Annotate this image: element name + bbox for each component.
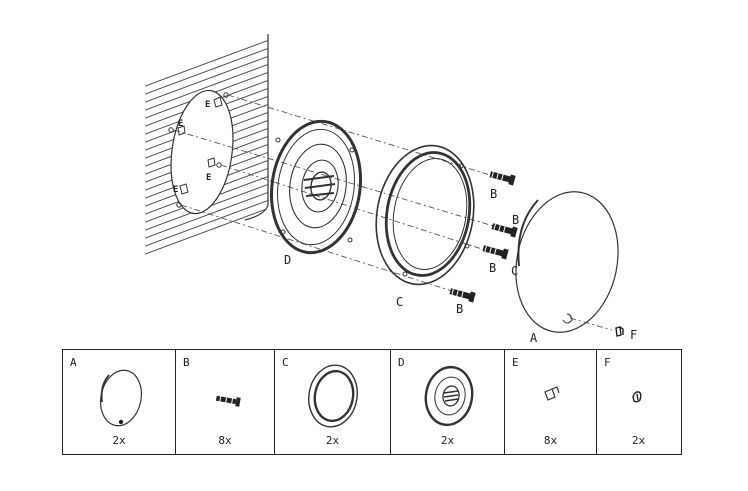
- callout-c: C: [396, 295, 403, 309]
- part-qty: 2x: [597, 434, 680, 447]
- callout-b-4: B: [456, 302, 463, 316]
- part-cell-f: F 2x: [597, 350, 680, 454]
- callout-e-1: E: [205, 100, 210, 110]
- callout-b-2: B: [512, 213, 519, 227]
- wall-panel: [140, 34, 280, 264]
- part-qty: 2x: [391, 434, 504, 447]
- grille-cover: [503, 182, 630, 342]
- screws: [450, 170, 518, 302]
- exploded-assembly-diagram: B B B B C D C A F E E E E: [0, 0, 748, 345]
- callout-e-4: E: [173, 185, 178, 195]
- part-qty: 2x: [275, 434, 390, 447]
- part-qty: 8x: [176, 434, 274, 447]
- part-cell-e: E 8x: [505, 350, 597, 454]
- part-qty: 8x: [505, 434, 596, 447]
- callout-d: D: [284, 253, 291, 267]
- callout-e-3: E: [206, 173, 211, 183]
- parts-list-table: A 2x B 8x C 2x D: [62, 349, 682, 455]
- alignment-lines: [174, 95, 612, 330]
- part-cell-d: D 2x: [391, 350, 505, 454]
- part-cell-a: A 2x: [63, 350, 176, 454]
- part-qty: 2x: [63, 434, 175, 447]
- callout-b-3: B: [489, 261, 496, 275]
- callout-c-grille: C: [511, 264, 518, 278]
- speaker-unit: [263, 116, 369, 259]
- callout-b-1: B: [490, 187, 497, 201]
- callout-a: A: [530, 331, 538, 345]
- part-cell-b: B 8x: [176, 350, 275, 454]
- callout-f: F: [630, 328, 637, 342]
- clip-f: [616, 327, 623, 336]
- callout-e-2: E: [178, 119, 183, 129]
- part-cell-c: C 2x: [275, 350, 391, 454]
